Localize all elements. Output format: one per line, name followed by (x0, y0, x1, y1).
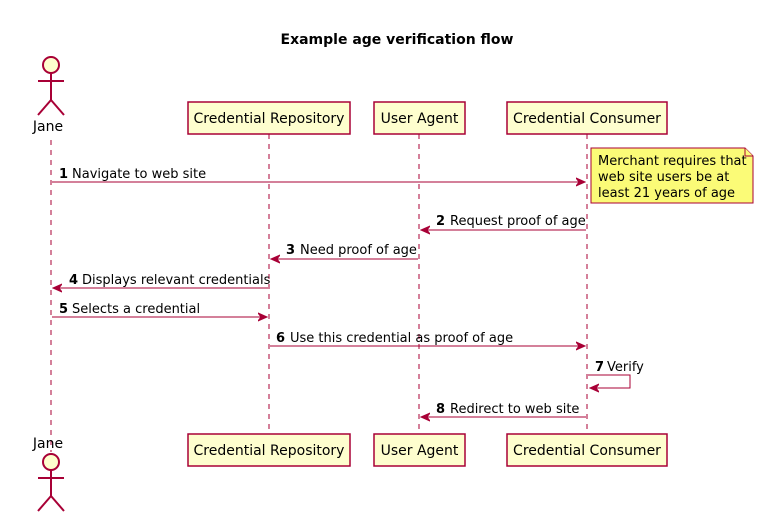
actor-label-jane-bottom: Jane (32, 436, 63, 452)
message-label: Selects a credential (72, 302, 200, 317)
message-number: 7 (595, 360, 604, 375)
note-line-1: Merchant requires that (598, 154, 747, 169)
message-label: Navigate to web site (72, 167, 206, 182)
message-number: 8 (436, 402, 445, 417)
message-5: 5 Selects a credential (52, 302, 267, 317)
message-6: 6 Use this credential as proof of age (270, 331, 585, 346)
participant-label: User Agent (381, 443, 459, 459)
participant-label: User Agent (381, 111, 459, 127)
message-2: 2 Request proof of age (421, 214, 586, 230)
actor-jane-top: Jane (32, 56, 65, 135)
message-label: Displays relevant credentials (82, 273, 271, 288)
participant-credential-repository-bottom: Credential Repository (187, 433, 351, 467)
note-line-2: web site users be at (598, 170, 729, 185)
participant-label: Credential Repository (194, 111, 345, 127)
participant-credential-consumer-bottom: Credential Consumer (506, 433, 668, 467)
participant-label: Credential Consumer (513, 443, 661, 459)
message-4: 4 Displays relevant credentials (53, 273, 271, 288)
participant-label: Credential Repository (194, 443, 345, 459)
message-label: Use this credential as proof of age (290, 331, 513, 346)
message-label: Verify (607, 360, 644, 375)
participant-user-agent-bottom: User Agent (373, 433, 466, 467)
note-merchant-requirement: Merchant requires that web site users be… (590, 147, 754, 204)
diagram-title: Example age verification flow (281, 32, 514, 48)
message-number: 4 (69, 273, 78, 288)
actor-head-icon (42, 453, 60, 471)
participant-user-agent-top: User Agent (373, 101, 466, 135)
message-label: Request proof of age (450, 214, 586, 229)
message-label: Redirect to web site (450, 402, 579, 417)
message-number: 2 (436, 214, 445, 229)
participant-label: Credential Consumer (513, 111, 661, 127)
message-label: Need proof of age (300, 243, 417, 258)
message-number: 1 (59, 167, 68, 182)
actor-head-icon (42, 56, 60, 74)
message-number: 5 (59, 302, 68, 317)
message-8: 8 Redirect to web site (421, 402, 586, 417)
message-number: 6 (276, 331, 285, 346)
participant-credential-consumer-top: Credential Consumer (506, 101, 668, 135)
message-1: 1 Navigate to web site (52, 167, 585, 182)
participant-credential-repository-top: Credential Repository (187, 101, 351, 135)
message-3: 3 Need proof of age (271, 243, 418, 259)
note-line-3: least 21 years of age (598, 186, 735, 201)
message-number: 3 (286, 243, 295, 258)
message-7: 7 Verify (588, 360, 644, 388)
actor-label-jane-top: Jane (32, 119, 63, 135)
actor-jane-bottom: Jane (32, 436, 65, 512)
